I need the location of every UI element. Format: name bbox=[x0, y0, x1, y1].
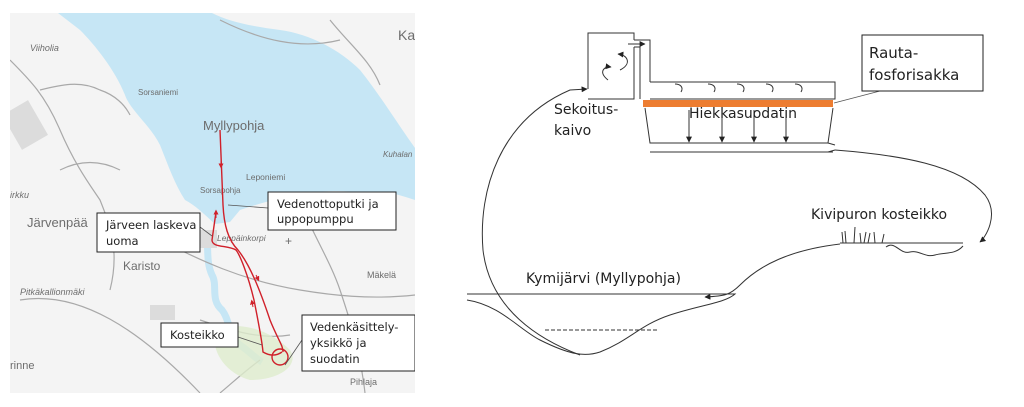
intake-flow bbox=[481, 86, 588, 356]
callout-treatment-line2: yksikkö ja bbox=[310, 336, 367, 350]
map: Viiholia Sorsaniemi Ka Myllypohja Kuhala… bbox=[10, 13, 415, 393]
label-jarvenpaa: Järvenpää bbox=[27, 215, 88, 230]
flow-to-lake bbox=[704, 243, 841, 300]
lake-label: Kymijärvi (Myllypohja) bbox=[526, 271, 681, 287]
mixing-well-label-line2: kaivo bbox=[554, 123, 591, 139]
label-viiholia: Viiholia bbox=[30, 43, 59, 53]
label-leppainkorpi: Leppäinkorpi bbox=[217, 233, 267, 243]
label-leponiemi: Leponiemi bbox=[246, 172, 285, 182]
flow-to-wetland bbox=[834, 149, 992, 243]
callout-intake: Vedenottoputki ja uppopumppu bbox=[227, 191, 397, 231]
label-pihlaja: Pihlaja bbox=[350, 377, 377, 387]
callout-outlet-line1: Järveen laskeva bbox=[105, 218, 196, 232]
callout-outlet-line2: uoma bbox=[106, 234, 139, 248]
route-arrow bbox=[250, 299, 255, 308]
lake-myllypohja bbox=[58, 13, 415, 224]
callout-treatment-line1: Vedenkäsittely- bbox=[310, 320, 398, 334]
sediment-label-line1: Rauta- bbox=[869, 44, 918, 62]
callout-treatment: Vedenkäsittely- yksikkö ja suodatin bbox=[284, 314, 415, 372]
iron-phosphorus-layer bbox=[643, 100, 833, 107]
callout-intake-line2: uppopumppu bbox=[277, 212, 354, 226]
sand-filter-label: Hiekkasuodatin bbox=[689, 106, 797, 122]
label-makela: Mäkelä bbox=[367, 270, 396, 280]
callout-outlet: Järveen laskeva uoma bbox=[96, 212, 213, 253]
callout-wetland-line1: Kosteikko bbox=[170, 328, 225, 342]
label-irkku: irkku bbox=[10, 190, 29, 200]
schematic: Hiekkasuodatin Sekoitus- kaivo Rauta- fo… bbox=[466, 32, 992, 356]
label-pitkakallionmaki: Pitkäkallionmäki bbox=[20, 287, 86, 297]
callout-intake-line1: Vedenottoputki ja bbox=[277, 197, 379, 211]
label-ka: Ka bbox=[398, 27, 415, 43]
wetland-label: Kivipuron kosteikko bbox=[811, 207, 947, 223]
callout-wetland: Kosteikko bbox=[160, 322, 263, 348]
callout-treatment-line3: suodatin bbox=[310, 352, 360, 366]
sediment-label-line2: fosforisakka bbox=[869, 66, 959, 84]
label-karisto: Karisto bbox=[123, 259, 161, 273]
water-route bbox=[211, 129, 289, 366]
label-sorsaniemi: Sorsaniemi bbox=[138, 88, 178, 97]
wetland-reeds-icon bbox=[840, 226, 964, 257]
label-sorsapohja: Sorsapohja bbox=[200, 186, 241, 195]
mixing-well-label-line1: Sekoitus- bbox=[554, 102, 618, 118]
crosshair-mark: + bbox=[285, 234, 292, 248]
sediment-callout: Rauta- fosforisakka bbox=[833, 34, 984, 104]
treatment-unit-marker bbox=[271, 348, 289, 366]
route-arrow bbox=[254, 274, 260, 282]
mixing-well bbox=[587, 32, 651, 100]
label-myllypohja: Myllypohja bbox=[203, 118, 265, 133]
lake-profile: Kymijärvi (Myllypohja) bbox=[466, 271, 737, 355]
sand-filter: Hiekkasuodatin bbox=[643, 81, 836, 153]
label-kuhalan: Kuhalan bbox=[383, 150, 413, 159]
label-rinne: rinne bbox=[10, 360, 34, 372]
